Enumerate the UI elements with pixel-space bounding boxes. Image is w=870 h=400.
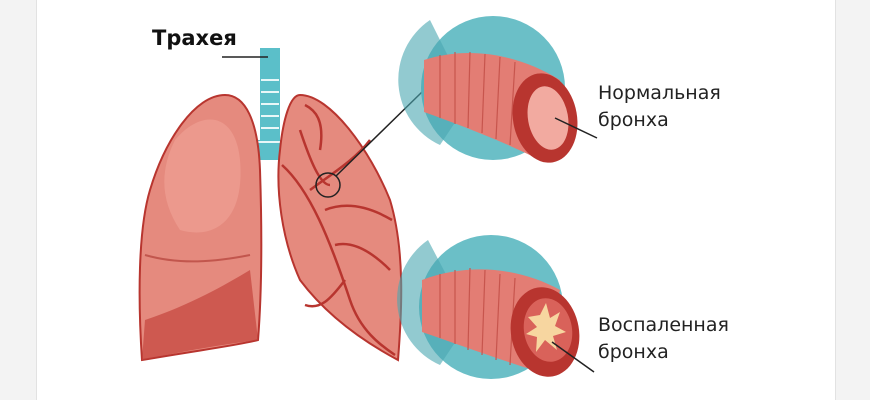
bronchus-highlight-circle — [315, 172, 341, 198]
right-lung — [277, 93, 403, 362]
normal-label-line2: бронха — [598, 109, 669, 131]
normal-bronchus-inset — [398, 16, 578, 163]
trachea — [254, 48, 286, 160]
inflamed-leader-line — [551, 341, 595, 373]
left-lung — [138, 93, 263, 362]
inflamed-bronchus-inset — [397, 235, 580, 379]
trachea-label: Трахея — [152, 26, 237, 50]
normal-label-line1: Нормальная — [598, 82, 721, 104]
normal-leader-line — [554, 117, 598, 139]
inflamed-bronchus-label: Воспаленная бронха — [598, 312, 729, 366]
inflamed-label-line2: бронха — [598, 341, 669, 363]
normal-bronchus-label: Нормальная бронха — [598, 80, 721, 134]
inflamed-label-line1: Воспаленная — [598, 314, 729, 336]
